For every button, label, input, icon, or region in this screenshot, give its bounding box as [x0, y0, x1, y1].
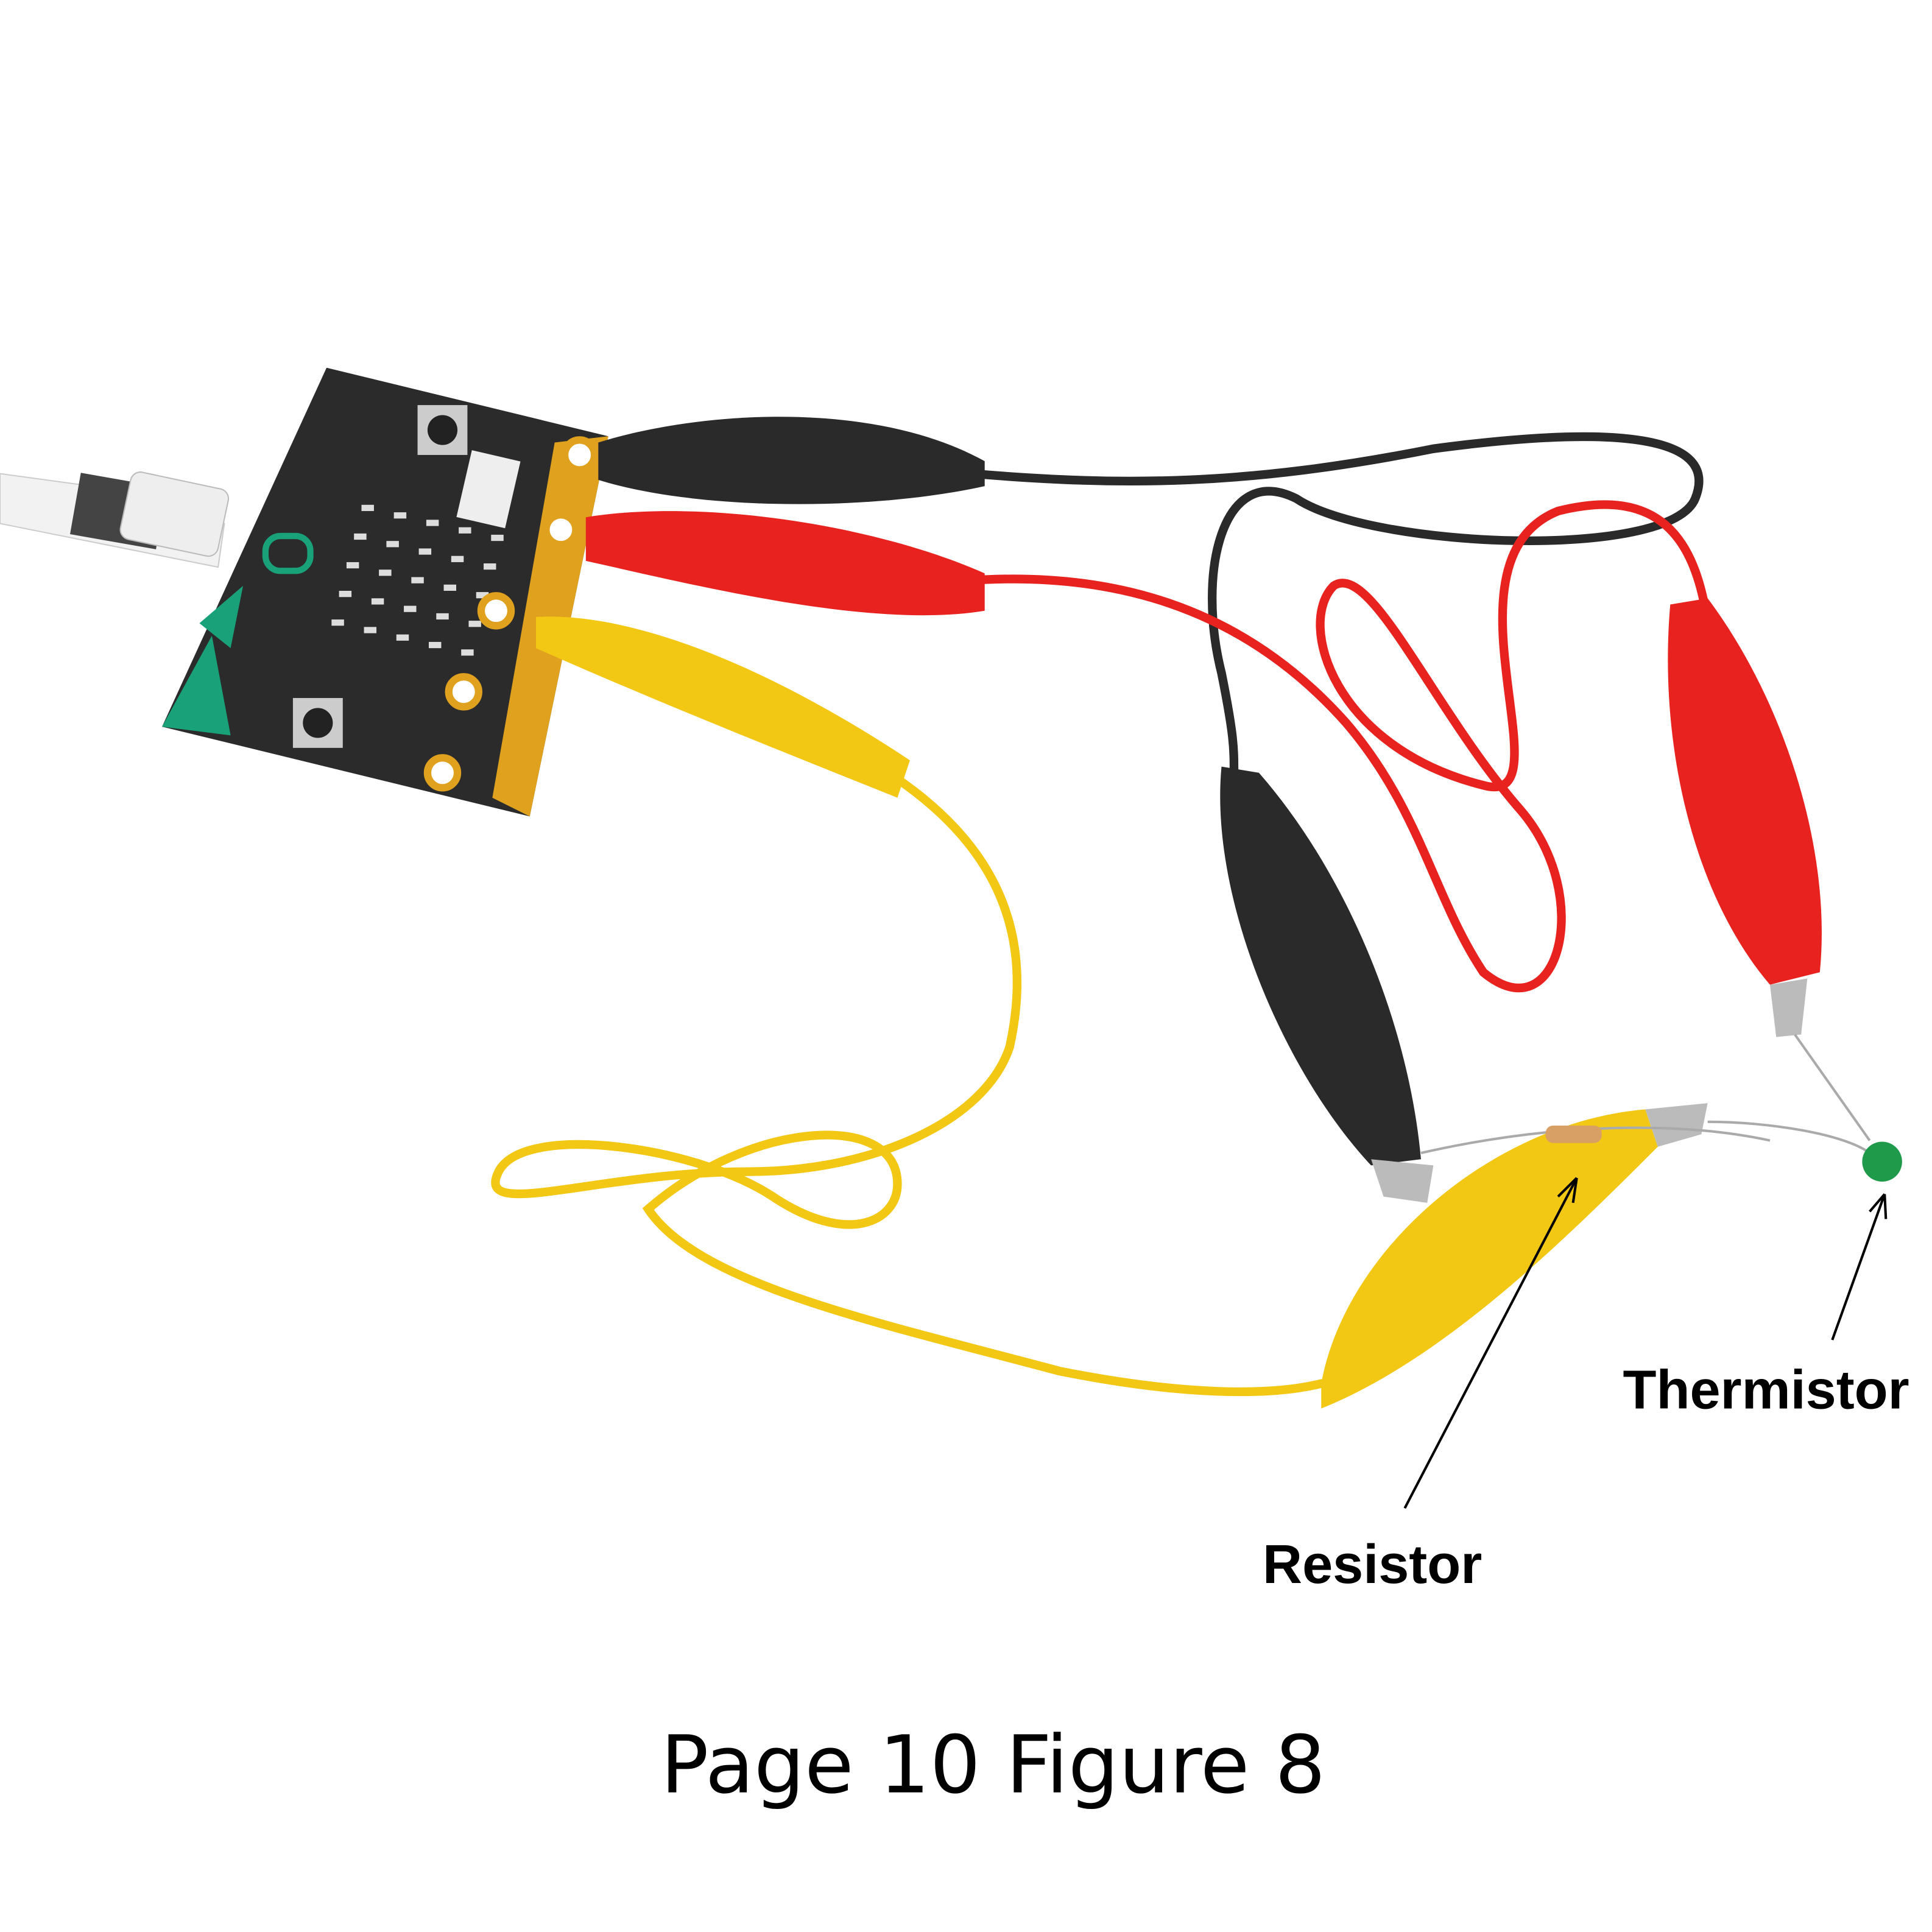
led: [484, 563, 496, 570]
led: [354, 533, 367, 540]
led: [491, 534, 504, 541]
led: [411, 577, 424, 583]
red-wire: [980, 500, 1712, 993]
thermistor: [1862, 1141, 1902, 1182]
components: [1420, 1034, 1902, 1182]
resistor: [1545, 1125, 1602, 1143]
led: [461, 649, 474, 656]
led: [331, 619, 344, 626]
led: [426, 520, 439, 526]
led: [443, 584, 457, 591]
led: [476, 592, 489, 599]
led: [393, 512, 407, 519]
black-wire: [968, 432, 1704, 777]
usb-cable: [0, 471, 230, 568]
led: [364, 627, 377, 633]
led: [386, 541, 399, 548]
led: [339, 591, 352, 598]
led: [451, 555, 464, 562]
led: [371, 598, 384, 605]
led: [459, 527, 471, 534]
microbit-board: [162, 367, 608, 817]
led: [418, 548, 432, 555]
led: [379, 569, 392, 576]
figure-caption: Page 10 Figure 8: [661, 1718, 1326, 1811]
led: [468, 621, 481, 627]
yellow-wire: [491, 774, 1326, 1397]
led: [436, 613, 449, 620]
clips: [535, 417, 1822, 1409]
led: [428, 641, 442, 649]
led: [346, 562, 359, 569]
annotation-arrows: [1403, 1177, 1888, 1509]
resistor-label: Resistor: [1263, 1534, 1482, 1595]
thermistor-label: Thermistor: [1623, 1359, 1909, 1420]
led: [361, 504, 374, 512]
leads: [491, 432, 1712, 1397]
led: [396, 634, 409, 641]
led: [404, 605, 417, 612]
